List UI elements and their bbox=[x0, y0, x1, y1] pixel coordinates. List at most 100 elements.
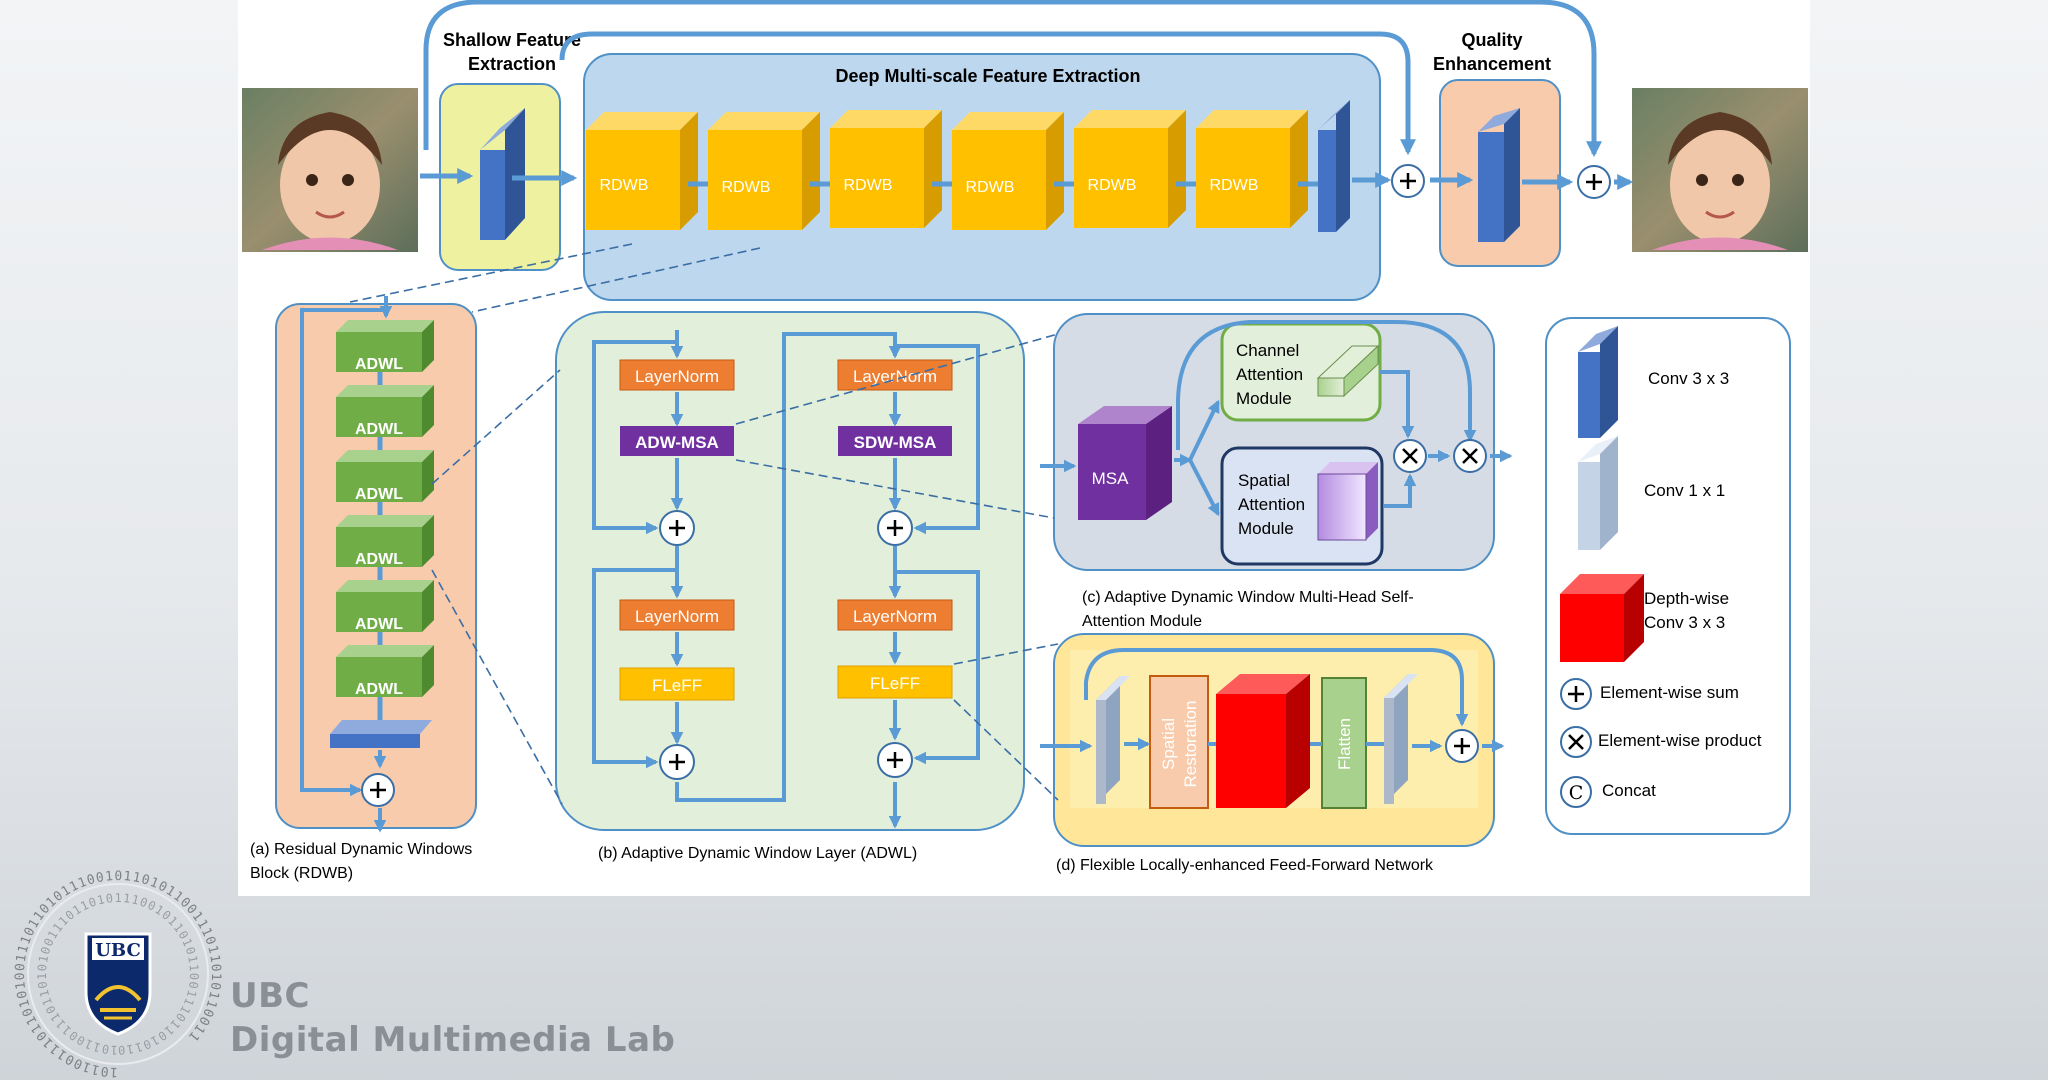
adw-msa: ADW-MSA bbox=[620, 426, 734, 456]
rdwb-block-4: RDWB bbox=[952, 112, 1064, 230]
layernorm-4: LayerNorm bbox=[837, 599, 953, 631]
channel-attention-bar bbox=[1316, 344, 1380, 398]
svg-text:RDWB: RDWB bbox=[722, 179, 771, 196]
adwl-block-5: ADWL bbox=[336, 580, 434, 633]
top-sum-2 bbox=[1577, 165, 1611, 199]
adwl-block-3: ADWL bbox=[336, 450, 434, 503]
svg-text:ADWL: ADWL bbox=[355, 421, 403, 438]
adwl-block-6: ADWL bbox=[336, 645, 434, 698]
ubc-logo: 1011001110110101001110110101110010110101… bbox=[0, 0, 222, 1079]
layernorm-1: LayerNorm bbox=[619, 359, 735, 391]
caption-a-1: (a) Residual Dynamic Windows bbox=[250, 841, 472, 858]
svg-text:ADWL: ADWL bbox=[355, 486, 403, 503]
legend-concat-icon: C bbox=[1560, 776, 1592, 808]
ubc-crest-text: UBC bbox=[95, 940, 141, 961]
channel-attention-3: Module bbox=[1236, 389, 1292, 408]
fleff-conv1x1-a bbox=[1096, 676, 1130, 804]
svg-text:FLeFF: FLeFF bbox=[870, 674, 920, 693]
legend-conv1: Conv 1 x 1 bbox=[1644, 481, 1725, 500]
svg-text:Restoration: Restoration bbox=[1181, 701, 1200, 788]
input-image bbox=[242, 88, 418, 252]
svg-text:LayerNorm: LayerNorm bbox=[635, 367, 719, 386]
top-arrows bbox=[420, 0, 1634, 191]
legend-conv3: Conv 3 x 3 bbox=[1648, 369, 1729, 388]
svg-text:RDWB: RDWB bbox=[844, 177, 893, 194]
svg-text:FLeFF: FLeFF bbox=[652, 676, 702, 695]
shallow-title-1: Shallow Feature bbox=[443, 30, 581, 50]
fleff-1: FLeFF bbox=[619, 667, 735, 701]
svg-text:RDWB: RDWB bbox=[966, 179, 1015, 196]
rdwb-block-6: RDWB bbox=[1196, 110, 1308, 228]
lab-name-line1: UBC bbox=[230, 976, 310, 1016]
adwl-block-2: ADWL bbox=[336, 385, 434, 438]
caption-d: (d) Flexible Locally-enhanced Feed-Forwa… bbox=[1056, 857, 1434, 874]
shallow-title-2: Extraction bbox=[468, 54, 556, 74]
spatial-attention-3: Module bbox=[1238, 519, 1294, 538]
output-image bbox=[1632, 88, 1808, 252]
svg-text:ADW-MSA: ADW-MSA bbox=[635, 433, 719, 452]
channel-attention-2: Attention bbox=[1236, 365, 1303, 384]
rdwb-sum bbox=[361, 773, 395, 807]
msa-cube: MSA bbox=[1078, 406, 1172, 520]
svg-text:ADWL: ADWL bbox=[355, 616, 403, 633]
legend-conv3-icon bbox=[1578, 326, 1618, 438]
svg-text:ADWL: ADWL bbox=[355, 356, 403, 373]
spatial-attention-2: Attention bbox=[1238, 495, 1305, 514]
fleff-sum bbox=[1445, 729, 1479, 763]
svg-text:ADWL: ADWL bbox=[355, 681, 403, 698]
adwl-sum-4 bbox=[877, 742, 913, 778]
adwl-arrows bbox=[592, 330, 980, 829]
channel-attention-1: Channel bbox=[1236, 341, 1299, 360]
caption-b: (b) Adaptive Dynamic Window Layer (ADWL) bbox=[598, 845, 917, 862]
rdwb-block-3: RDWB bbox=[830, 110, 942, 228]
depthwise-conv-cube bbox=[1216, 674, 1310, 808]
msa-arrows bbox=[1040, 320, 1513, 517]
caption-c-2: Attention Module bbox=[1082, 613, 1202, 630]
svg-text:Flatten: Flatten bbox=[1335, 718, 1354, 770]
svg-text:RDWB: RDWB bbox=[600, 177, 649, 194]
rdwb-block-5: RDWB bbox=[1074, 110, 1186, 228]
svg-text:RDWB: RDWB bbox=[1210, 177, 1259, 194]
svg-text:SDW-MSA: SDW-MSA bbox=[854, 433, 937, 452]
spatial-attention-1: Spatial bbox=[1238, 471, 1290, 490]
rdwb-arrows bbox=[300, 296, 393, 833]
svg-text:LayerNorm: LayerNorm bbox=[853, 607, 937, 626]
shallow-conv3x3 bbox=[480, 108, 525, 240]
quality-title-2: Enhancement bbox=[1433, 54, 1551, 74]
legend-product: Element-wise product bbox=[1598, 731, 1762, 750]
rdwb-conv-slab bbox=[330, 720, 432, 748]
lab-name-line2: Digital Multimedia Lab bbox=[230, 1020, 676, 1060]
rdwb-block-1: RDWB bbox=[586, 112, 698, 230]
legend-sum-icon bbox=[1560, 678, 1592, 710]
adwl-sum-2 bbox=[659, 744, 695, 780]
svg-text:LayerNorm: LayerNorm bbox=[635, 607, 719, 626]
top-sum-1 bbox=[1391, 164, 1425, 198]
layernorm-2: LayerNorm bbox=[619, 599, 735, 631]
legend-product-icon bbox=[1560, 726, 1592, 758]
svg-text:RDWB: RDWB bbox=[1088, 177, 1137, 194]
spatial-attention-cube bbox=[1317, 462, 1378, 541]
layernorm-3: LayerNorm bbox=[837, 359, 953, 391]
msa-product-1 bbox=[1393, 439, 1427, 473]
legend-sum: Element-wise sum bbox=[1600, 683, 1739, 702]
adwl-sum-3 bbox=[877, 510, 913, 546]
deep-title: Deep Multi-scale Feature Extraction bbox=[835, 66, 1140, 86]
adwl-block-4: ADWL bbox=[336, 515, 434, 568]
caption-c-1: (c) Adaptive Dynamic Window Multi-Head S… bbox=[1082, 589, 1414, 606]
sdw-msa: SDW-MSA bbox=[838, 426, 952, 456]
legend-depthwise-icon bbox=[1560, 574, 1644, 662]
quality-title-1: Quality bbox=[1461, 30, 1522, 50]
fleff-2: FLeFF bbox=[837, 665, 953, 699]
legend-depthwise-1: Depth-wise bbox=[1644, 589, 1729, 608]
svg-text:Spatial: Spatial bbox=[1159, 718, 1178, 770]
svg-text:C: C bbox=[1569, 782, 1584, 804]
legend-depthwise-2: Conv 3 x 3 bbox=[1644, 613, 1725, 632]
zoom-lines bbox=[349, 243, 1059, 805]
spatial-restoration: Spatial Restoration bbox=[1149, 675, 1209, 809]
svg-text:LayerNorm: LayerNorm bbox=[853, 367, 937, 386]
legend-conv1-icon bbox=[1578, 436, 1618, 550]
legend-concat: Concat bbox=[1602, 781, 1656, 800]
fleff-conv1x1-b bbox=[1384, 674, 1418, 804]
adwl-sum-1 bbox=[659, 510, 695, 546]
